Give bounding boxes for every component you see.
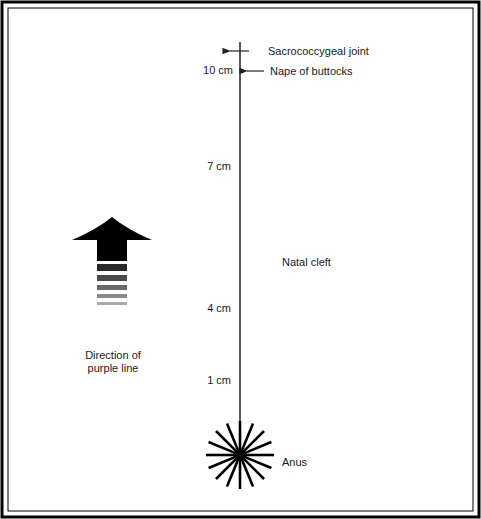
star-ray [206, 454, 237, 457]
arrow-shaft [97, 239, 127, 261]
star-ray [239, 421, 242, 452]
part-label: Sacrococcygeal joint [268, 45, 369, 58]
arrow-head [72, 217, 152, 240]
star-ray [227, 424, 239, 453]
part-label: Nape of buttocks [270, 65, 353, 78]
arrow-caption: Direction of purple line [73, 349, 153, 375]
anus-symbol [206, 421, 274, 489]
inner-frame [8, 8, 473, 511]
dimension-label: 1 cm [207, 374, 231, 387]
part-label: Natal cleft [282, 256, 331, 269]
star-ray [209, 456, 238, 468]
star-ray [243, 454, 274, 457]
dimension-label: 4 cm [207, 302, 231, 315]
arrow-stripe [97, 275, 127, 281]
arrow-stripe [97, 264, 127, 271]
arrow-stripe [97, 285, 127, 290]
part-label: Anus [282, 456, 307, 469]
star-ray [243, 442, 272, 454]
star-ray [239, 458, 242, 489]
arrow-stripe [97, 302, 127, 305]
measure-line [239, 42, 241, 455]
direction-arrow [72, 217, 152, 305]
dimension-label: 10 cm [203, 64, 233, 77]
star-ray [241, 458, 253, 487]
arrow-stripe [97, 294, 127, 298]
joint-arrow [230, 50, 249, 51]
star-center [236, 451, 244, 459]
nape-arrow [247, 70, 264, 71]
dimension-label: 7 cm [207, 160, 231, 173]
